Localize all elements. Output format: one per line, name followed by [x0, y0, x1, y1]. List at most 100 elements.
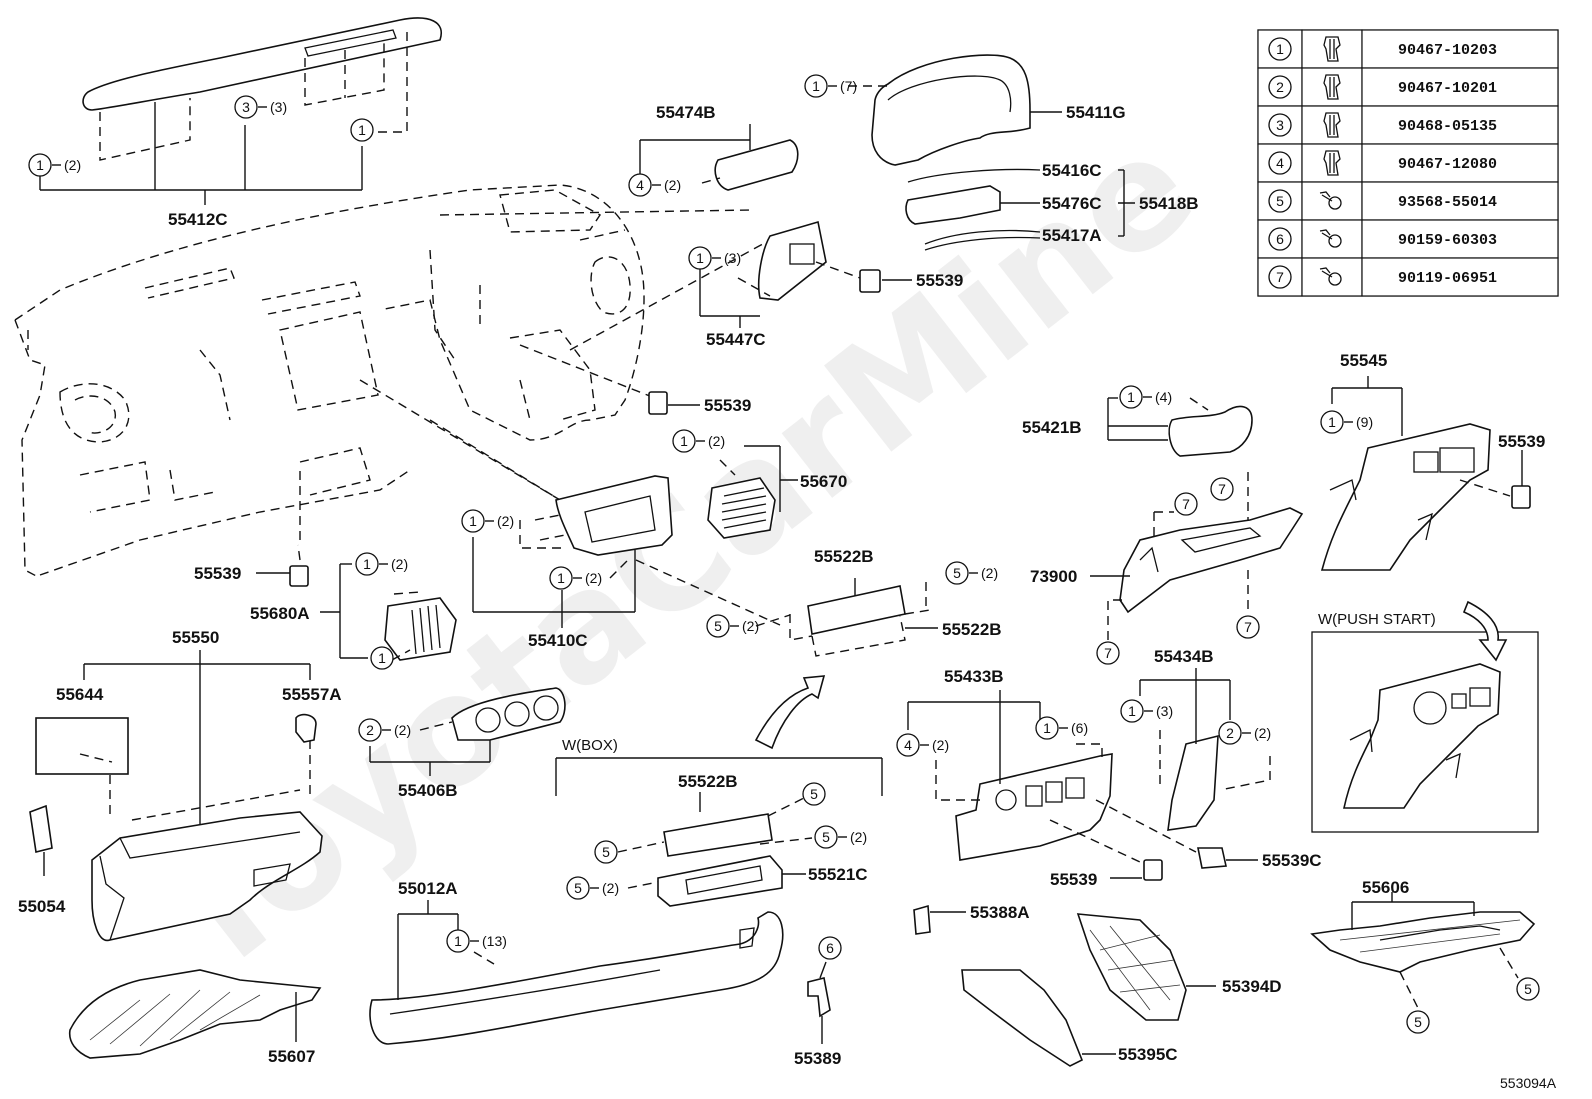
part-55521C[interactable]	[627, 837, 813, 907]
fastener-number: 7	[1276, 269, 1284, 285]
callout-c28: 2(2)	[1218, 721, 1271, 745]
label-55433B: 55433B	[944, 667, 1004, 686]
part-55474B[interactable]	[639, 124, 799, 191]
callout-c4: 4(2)	[628, 173, 681, 197]
svg-text:1: 1	[1328, 414, 1336, 430]
part-55539C[interactable]	[1197, 847, 1258, 869]
part-55539-b[interactable]	[648, 391, 700, 415]
label-55670: 55670	[800, 472, 847, 491]
label-55522B-b: 55522B	[942, 620, 1002, 639]
fastener-number-circle	[1268, 113, 1292, 137]
part-55434B[interactable]	[1139, 668, 1271, 831]
label-push-start: W(PUSH START)	[1318, 611, 1436, 628]
callout-c18: 5 (2)	[945, 561, 998, 585]
fastener-part-number: 90467-12080	[1398, 156, 1497, 173]
label-55476C: 55476C	[1042, 194, 1102, 213]
label-55410C: 55410C	[528, 631, 588, 650]
callout-c11: 7	[1210, 477, 1234, 501]
callout-c17: 1(2)	[549, 566, 602, 590]
callout-c1: 1(2)	[28, 153, 81, 177]
part-55522B-box[interactable]	[617, 792, 809, 857]
svg-text:(3): (3)	[724, 250, 741, 266]
label-55012A: 55012A	[398, 879, 458, 898]
label-55539C: 55539C	[1262, 851, 1322, 870]
svg-text:(13): (13)	[482, 933, 507, 949]
part-55539-e[interactable]	[1110, 859, 1163, 881]
svg-text:(2): (2)	[742, 618, 759, 634]
part-55054[interactable]	[29, 804, 53, 876]
part-55394D[interactable]	[1076, 913, 1216, 1021]
callout-c10: 7	[1174, 492, 1198, 516]
label-55644: 55644	[56, 685, 104, 704]
callout-c21: 5	[802, 782, 826, 806]
svg-text:(2): (2)	[394, 722, 411, 738]
clip-icon	[1323, 112, 1341, 138]
svg-text:(2): (2)	[850, 829, 867, 845]
part-55389[interactable]	[807, 961, 831, 1044]
part-55644[interactable]	[35, 717, 129, 775]
label-55539-c: 55539	[1498, 432, 1545, 451]
part-55545[interactable]	[1320, 376, 1511, 571]
screw-icon	[1319, 267, 1342, 286]
label-55411G: 55411G	[1066, 103, 1126, 122]
part-55476C[interactable]	[905, 185, 1040, 225]
label-55606: 55606	[1362, 878, 1409, 897]
svg-text:7: 7	[1104, 645, 1112, 661]
part-55416C[interactable]	[907, 168, 1041, 183]
part-55410C[interactable]	[472, 475, 673, 628]
svg-text:(2): (2)	[932, 737, 949, 753]
part-55539-a[interactable]	[859, 269, 912, 293]
part-55395C[interactable]	[961, 969, 1116, 1067]
part-55012A[interactable]	[369, 900, 784, 1045]
label-55607: 55607	[268, 1047, 315, 1066]
fastener-number: 4	[1276, 155, 1284, 171]
callout-c31: 5	[1406, 1010, 1430, 1034]
part-55550[interactable]	[91, 811, 323, 942]
svg-text:1: 1	[469, 513, 477, 529]
part-55388A[interactable]	[913, 904, 966, 935]
label-box: W(BOX)	[562, 737, 618, 754]
part-55406B[interactable]	[369, 687, 566, 776]
part-55447C[interactable]	[699, 220, 861, 328]
callout-c30: 6	[818, 936, 842, 960]
svg-text:5: 5	[953, 565, 961, 581]
svg-text:1: 1	[680, 433, 688, 449]
part-55411G[interactable]	[848, 54, 1062, 166]
label-55406B: 55406B	[398, 781, 458, 800]
callout-c25: 4(2)	[896, 733, 949, 757]
part-73900[interactable]	[1090, 472, 1304, 640]
svg-text:1: 1	[1127, 389, 1135, 405]
part-55412C[interactable]	[39, 17, 442, 205]
part-55607[interactable]	[68, 969, 322, 1059]
svg-text:7: 7	[1182, 496, 1190, 512]
fastener-number-circle	[1268, 75, 1292, 99]
svg-text:(2): (2)	[391, 556, 408, 572]
part-55522B-upper[interactable]	[635, 559, 938, 657]
label-55539-b: 55539	[704, 396, 751, 415]
clip-icon	[1323, 74, 1341, 100]
callout-c27: 1(3)	[1120, 699, 1173, 723]
part-55417A[interactable]	[924, 229, 1041, 251]
svg-text:2: 2	[366, 722, 374, 738]
callout-c3: 1	[350, 118, 374, 142]
fastener-number-circle	[1268, 227, 1292, 251]
svg-text:1: 1	[557, 570, 565, 586]
part-labels: 55412C 55474B 55411G 55416C 55476C 55418…	[18, 103, 1557, 1091]
part-55557A[interactable]	[295, 713, 317, 743]
part-55680A[interactable]	[320, 563, 457, 661]
screw-icon	[1319, 191, 1342, 210]
label-55412C: 55412C	[168, 210, 228, 229]
part-55421B[interactable]	[1107, 397, 1253, 457]
part-55539-d[interactable]	[256, 565, 309, 587]
fastener-number: 3	[1276, 117, 1284, 133]
callout-c19: 5(2)	[706, 614, 759, 638]
part-55606[interactable]	[1310, 892, 1536, 1009]
part-55539-c[interactable]	[1511, 450, 1531, 509]
part-55433B[interactable]	[907, 690, 1197, 863]
part-55670[interactable]	[707, 445, 798, 539]
svg-text:(2): (2)	[981, 565, 998, 581]
